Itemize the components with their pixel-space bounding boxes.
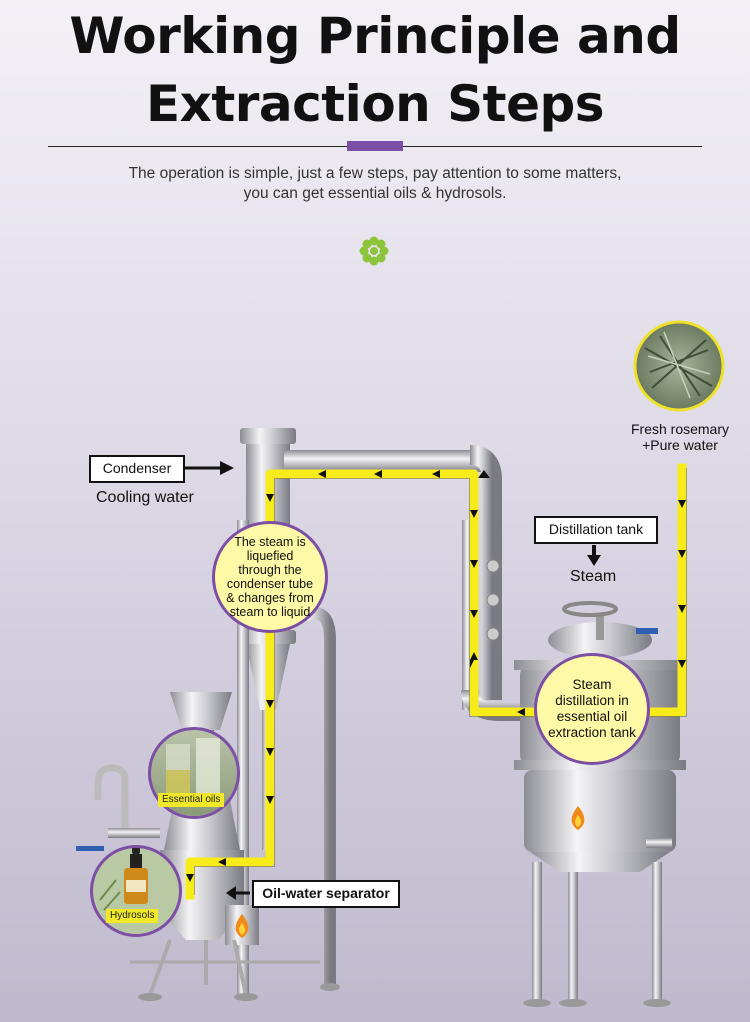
condenser-bubble: The steam is liquefied through the conde… bbox=[212, 521, 328, 633]
arrow-down-icon bbox=[186, 874, 194, 882]
arrow-down-icon bbox=[266, 796, 274, 804]
hydrosols-caption: Hydrosols bbox=[106, 909, 159, 923]
arrow-down-icon bbox=[587, 545, 601, 566]
subtitle-line2: you can get essential oils & hydrosols. bbox=[243, 185, 507, 202]
separator-label: Oil-water separator bbox=[252, 880, 400, 908]
flower-icon bbox=[359, 236, 389, 266]
arrow-left-icon bbox=[374, 470, 382, 478]
arrow-down-icon bbox=[266, 494, 274, 502]
arrow-left-icon bbox=[517, 708, 525, 716]
arrow-down-icon bbox=[678, 605, 686, 613]
flame-icon bbox=[571, 806, 585, 830]
arrow-right-icon bbox=[184, 461, 234, 475]
title-accent-bar bbox=[347, 141, 403, 151]
essential-oils-frame bbox=[148, 727, 240, 819]
flow-path-outline bbox=[194, 468, 687, 895]
subtitle-line1: The operation is simple, just a few step… bbox=[128, 165, 622, 182]
arrow-left-icon bbox=[226, 886, 250, 900]
condenser-label: Condenser bbox=[89, 455, 185, 483]
arrow-left-icon bbox=[318, 470, 326, 478]
arrow-down-icon bbox=[678, 550, 686, 558]
arrow-down-icon bbox=[678, 660, 686, 668]
arrow-down-icon bbox=[266, 700, 274, 708]
condenser-bubble-text: The steam is liquefied through the conde… bbox=[226, 535, 314, 619]
essential-oils-caption: Essential oils bbox=[158, 793, 225, 807]
cooling-water-label: Cooling water bbox=[96, 489, 194, 506]
arrow-down-icon bbox=[678, 500, 686, 508]
raw-material-line2: +Pure water bbox=[642, 437, 718, 453]
distillation-tank-label: Distillation tank bbox=[534, 516, 658, 544]
arrow-down-icon bbox=[470, 652, 478, 668]
page-title-line2: Extraction Steps bbox=[145, 75, 605, 133]
tank-bubble-text: Steam distillation in essential oil extr… bbox=[548, 677, 636, 740]
flame-icon bbox=[235, 914, 249, 938]
arrow-down-icon bbox=[470, 610, 478, 618]
arrow-down-icon bbox=[470, 510, 478, 518]
page-title-line1: Working Principle and bbox=[69, 7, 681, 65]
arrow-left-icon bbox=[218, 858, 226, 866]
rosemary-photo bbox=[633, 320, 725, 412]
raw-material-line1: Fresh rosemary bbox=[630, 421, 730, 437]
tank-bubble: Steam distillation in essential oil extr… bbox=[534, 653, 650, 765]
hydrosols-frame bbox=[90, 845, 182, 937]
arrow-down-icon bbox=[266, 748, 274, 756]
arrow-down-icon bbox=[470, 560, 478, 568]
steam-label: Steam bbox=[570, 568, 617, 585]
arrow-left-icon bbox=[478, 470, 490, 478]
arrow-left-icon bbox=[432, 470, 440, 478]
